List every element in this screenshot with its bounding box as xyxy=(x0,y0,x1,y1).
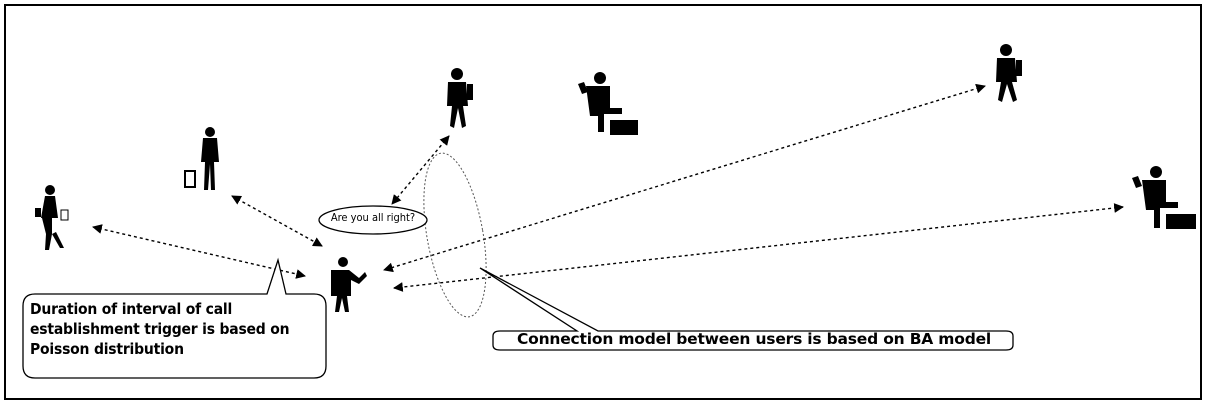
central-user-talking-icon xyxy=(331,257,367,312)
speech-bubble xyxy=(318,205,428,235)
link-businesswoman-top xyxy=(391,135,450,205)
link-businessman-briefcase xyxy=(231,195,323,247)
businessman-sitting-right-icon xyxy=(1132,166,1196,229)
businessman-briefcase-icon xyxy=(184,127,219,190)
speech-bubble-text: Are you all right? xyxy=(330,211,416,224)
link-woman-left xyxy=(92,224,306,279)
link-businessman-sitting-right xyxy=(393,203,1124,292)
link-businesswoman-far xyxy=(383,83,986,273)
diagram-border xyxy=(4,4,1202,400)
callout-ba-shape xyxy=(479,267,1014,351)
connection-ellipse xyxy=(423,152,487,318)
callout-poisson-text: Duration of interval of call establishme… xyxy=(30,300,290,358)
woman-shopping-bags-icon xyxy=(35,185,69,250)
businesswoman-walking-icon xyxy=(447,68,473,128)
businessman-sitting-icon xyxy=(578,72,638,135)
callout-poisson-shape xyxy=(22,257,327,379)
callout-ba-text: Connection model between users is based … xyxy=(516,330,992,348)
businesswoman-walking-far-icon xyxy=(996,44,1022,102)
